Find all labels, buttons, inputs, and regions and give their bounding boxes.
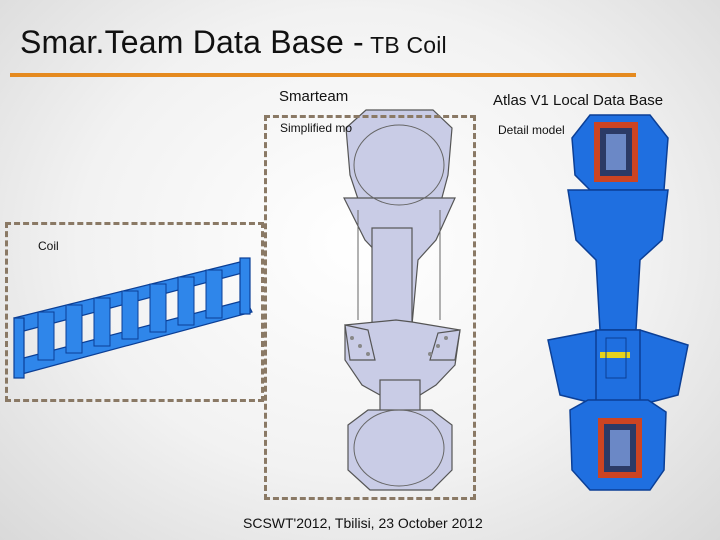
simplified-model-caption: Simplified mo bbox=[280, 121, 353, 135]
slide-footer: SCSWT'2012, Tbilisi, 23 October 2012 bbox=[243, 515, 483, 531]
slide-title: Smar.Team Data Base - TB Coil bbox=[20, 24, 447, 61]
coil-frame bbox=[5, 222, 264, 402]
title-main: Smar.Team Data Base - bbox=[20, 24, 364, 60]
atlas-heading: Atlas V1 Local Data Base bbox=[493, 92, 664, 109]
smarteam-heading: Smarteam bbox=[279, 88, 349, 105]
coil-caption: Coil bbox=[38, 239, 59, 253]
detail-model-caption: Detail model bbox=[498, 123, 565, 137]
simplified-model-frame bbox=[264, 115, 476, 500]
title-sub: TB Coil bbox=[363, 32, 447, 58]
title-underline bbox=[10, 73, 636, 77]
